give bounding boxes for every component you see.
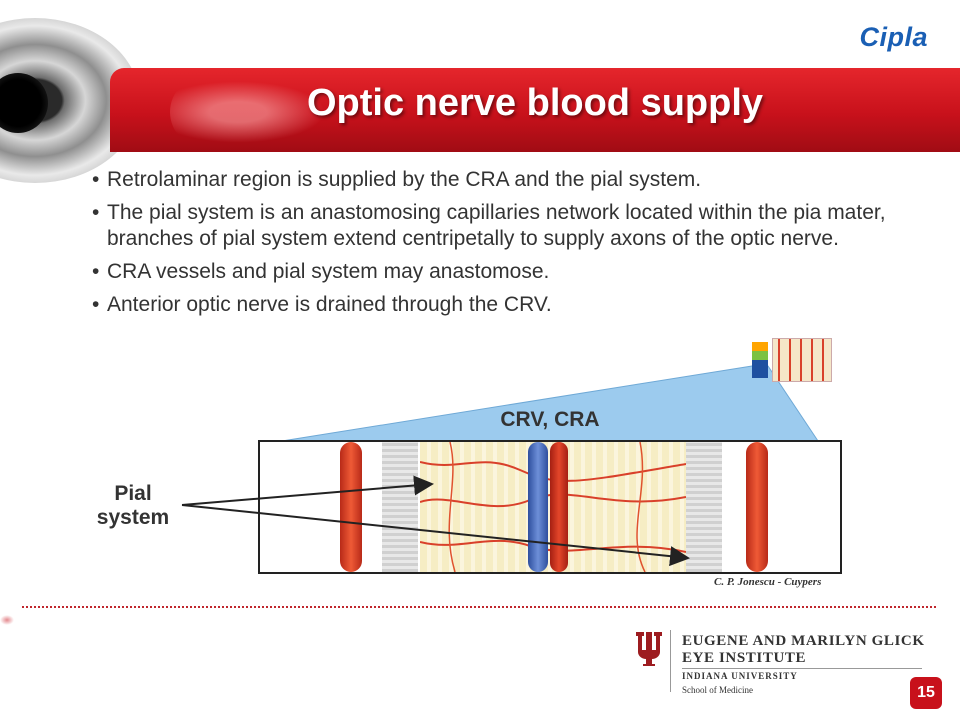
nerve-axons bbox=[419, 441, 687, 573]
nerve-cross-section bbox=[258, 440, 842, 574]
institute-divider bbox=[670, 630, 671, 692]
iu-trident-icon bbox=[636, 632, 662, 666]
nerve-thumbnail-image bbox=[772, 338, 832, 382]
pial-system-label: Pial system bbox=[88, 482, 178, 530]
school-name: School of Medicine bbox=[682, 685, 753, 695]
institute-name-line2: EYE INSTITUTE bbox=[682, 650, 807, 666]
page-number: 15 bbox=[910, 677, 942, 709]
institute-name-line1: EUGENE AND MARILYN GLICK bbox=[682, 633, 925, 649]
pial-vessel-right bbox=[746, 442, 768, 572]
slide-title: Optic nerve blood supply bbox=[306, 82, 764, 124]
bullet-list: Retrolaminar region is supplied by the C… bbox=[92, 167, 932, 325]
bullet-item: Retrolaminar region is supplied by the C… bbox=[92, 167, 932, 193]
crv-cra-label: CRV, CRA bbox=[500, 408, 600, 431]
pia-sheath-left bbox=[382, 442, 418, 572]
bullet-item: CRA vessels and pial system may anastomo… bbox=[92, 259, 932, 285]
bullet-item: Anterior optic nerve is drained through … bbox=[92, 292, 932, 318]
central-retinal-artery bbox=[550, 442, 568, 572]
cipla-logo: Cipla bbox=[859, 22, 928, 52]
central-retinal-vein bbox=[528, 442, 548, 572]
institute-rule bbox=[682, 668, 922, 669]
pial-vessel-left bbox=[340, 442, 362, 572]
bullet-item: The pial system is an anastomosing capil… bbox=[92, 200, 932, 252]
blood-cells-image bbox=[170, 76, 340, 148]
title-band bbox=[110, 68, 960, 152]
color-legend-icon bbox=[752, 342, 768, 378]
artist-signature: C. P. Jonescu - Cuypers bbox=[714, 576, 822, 588]
pial-arrows bbox=[181, 475, 690, 567]
pia-sheath-right bbox=[686, 442, 722, 572]
optic-nerve-diagram: CRV, CRA bbox=[0, 330, 960, 600]
pial-label-line1: Pial bbox=[114, 482, 152, 505]
university-name: INDIANA UNIVERSITY bbox=[682, 671, 798, 681]
corner-decoration bbox=[0, 615, 14, 625]
pial-label-line2: system bbox=[96, 506, 170, 529]
footer-divider bbox=[22, 606, 936, 608]
